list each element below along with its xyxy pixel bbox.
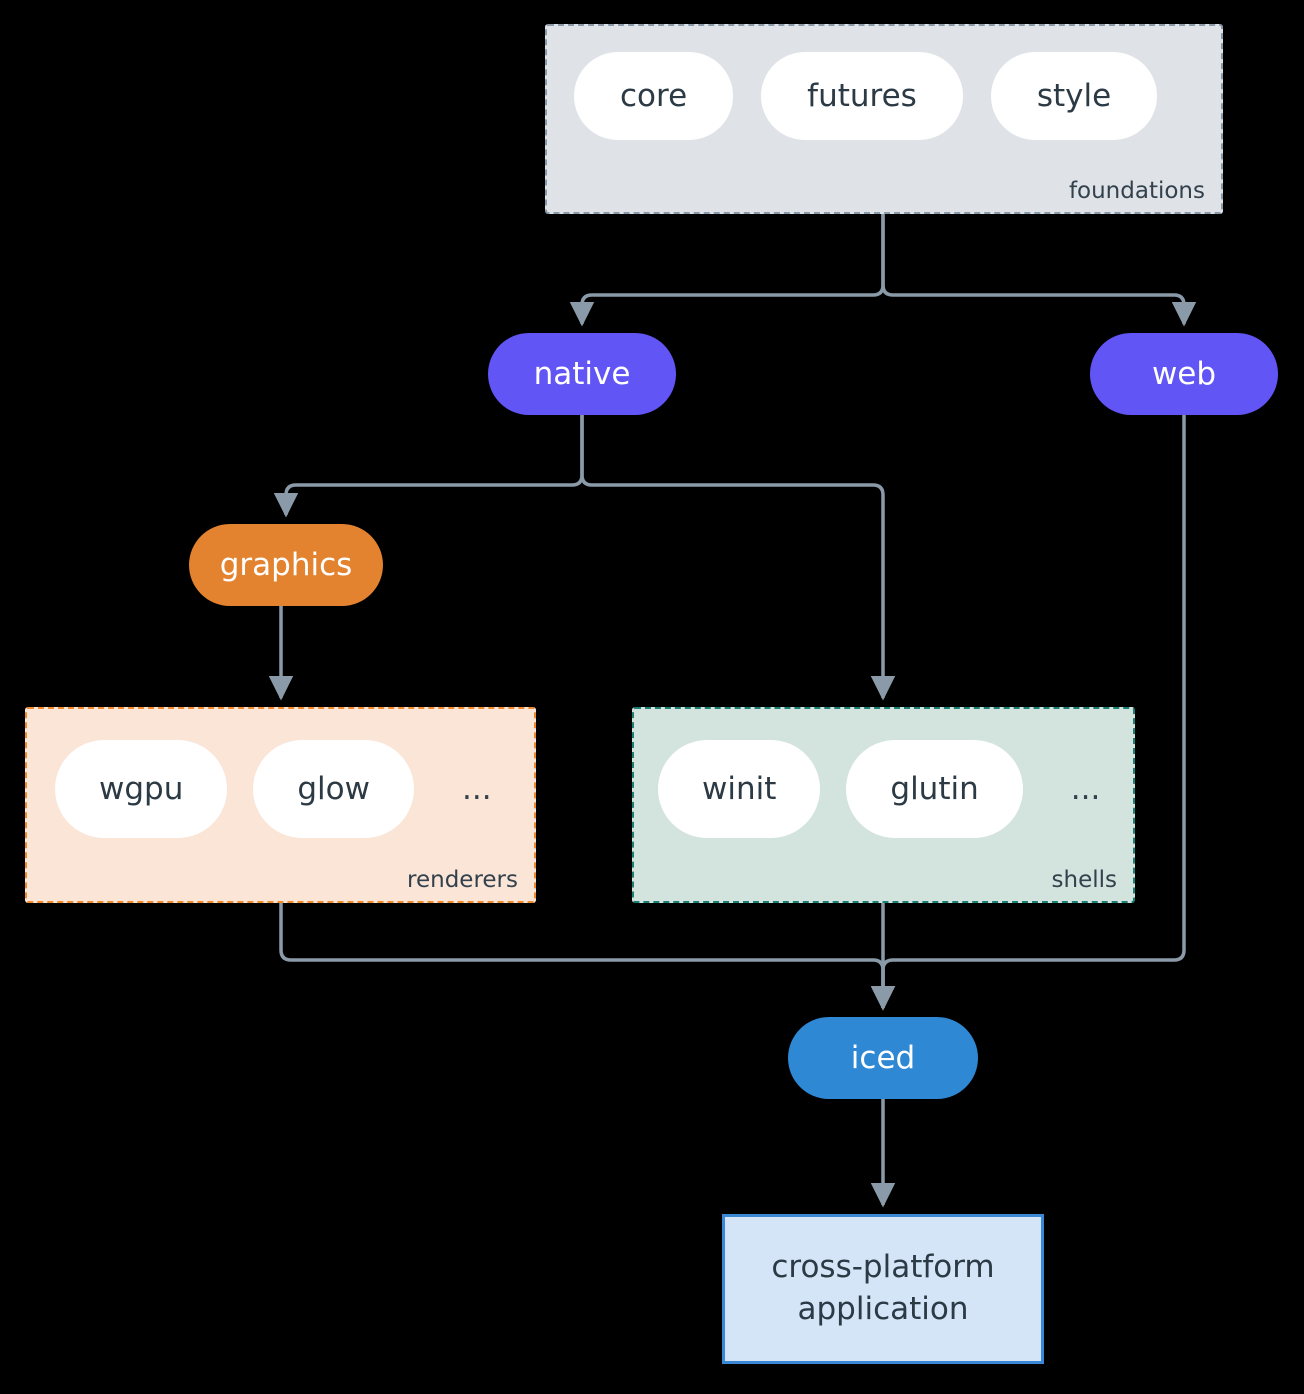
node-cross-platform-application[interactable]: cross-platform application — [722, 1214, 1044, 1364]
cluster-label-foundations: foundations — [1068, 178, 1205, 204]
pill-label: futures — [807, 78, 917, 114]
pill-label: glow — [297, 771, 370, 807]
renderers-member-list: wgpu glow ... — [55, 740, 492, 838]
pill-label: core — [620, 78, 688, 114]
foundations-member-list: core futures style — [574, 52, 1158, 140]
node-label: web — [1151, 356, 1217, 392]
node-label-line1: cross-platform — [771, 1249, 995, 1286]
edge-foundations-native — [569, 214, 885, 327]
pill-core[interactable]: core — [574, 52, 734, 140]
pill-label: style — [1036, 78, 1112, 114]
pill-glow[interactable]: glow — [253, 740, 414, 838]
node-label: graphics — [219, 547, 353, 583]
pill-label: winit — [702, 771, 777, 807]
node-native[interactable]: native — [488, 333, 676, 415]
renderers-ellipsis: ... — [461, 770, 492, 807]
pill-wgpu[interactable]: wgpu — [55, 740, 228, 838]
cluster-renderers: wgpu glow ... renderers — [25, 707, 536, 903]
edge-foundations-web — [881, 214, 1197, 327]
node-iced[interactable]: iced — [788, 1017, 978, 1099]
cluster-foundations: core futures style foundations — [545, 24, 1223, 214]
shells-member-list: winit glutin ... — [658, 740, 1100, 838]
pill-style[interactable]: style — [990, 52, 1158, 140]
node-label: iced — [850, 1040, 916, 1076]
pill-winit[interactable]: winit — [658, 740, 821, 838]
pill-label: glutin — [890, 771, 979, 807]
node-label: native — [533, 356, 631, 392]
edge-native-graphics — [273, 415, 584, 518]
pill-futures[interactable]: futures — [761, 52, 963, 140]
pill-glutin[interactable]: glutin — [846, 740, 1023, 838]
edge-renderers-iced — [279, 903, 896, 1011]
node-label-line2: application — [797, 1291, 969, 1327]
pill-label: wgpu — [99, 771, 184, 807]
shells-ellipsis: ... — [1070, 770, 1101, 807]
node-web[interactable]: web — [1090, 333, 1278, 415]
cluster-label-renderers: renderers — [407, 867, 518, 893]
node-graphics[interactable]: graphics — [189, 524, 383, 606]
edge-native-shells — [580, 415, 896, 701]
cluster-label-shells: shells — [1051, 867, 1117, 893]
cluster-shells: winit glutin ... shells — [632, 707, 1135, 903]
